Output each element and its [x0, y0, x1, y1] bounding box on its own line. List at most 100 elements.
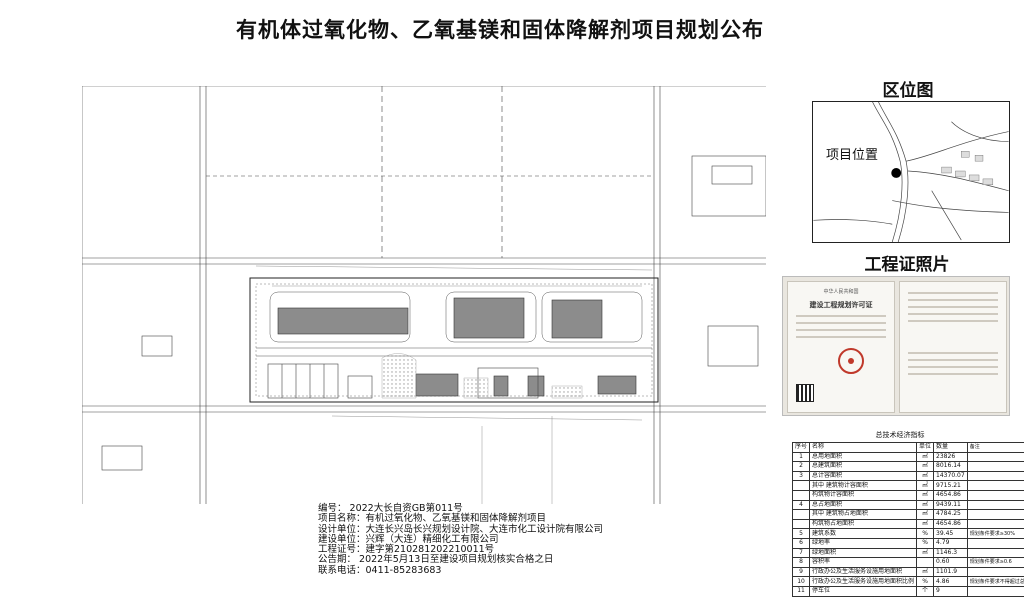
table-cell-unit: ㎡: [916, 489, 935, 501]
table-cell-name: 总建筑面积: [809, 461, 918, 472]
table-cell-note: 规划条件要求不得超过总用地面积的7%: [966, 576, 1024, 587]
table-cell-no: [791, 509, 811, 520]
table-cell-note: [966, 585, 1024, 597]
table-cell-no: 8: [791, 557, 811, 568]
table-cell-no: 7: [791, 547, 811, 559]
table-header-cell: 名称: [809, 442, 918, 453]
info-number: 编号： 2022大长自资GB第011号: [318, 503, 463, 514]
table-cell-note: [966, 518, 1024, 530]
permit-page-left: 中华人民共和国 建设工程规划许可证: [787, 281, 895, 413]
table-cell-no: 2: [791, 461, 811, 472]
location-map-title: 区位图: [882, 81, 934, 101]
info-construction-unit: 建设单位：兴辉（大连）精细化工有限公司: [318, 533, 499, 545]
info-notice-period: 公告期： 2022年5月13日至建设项目规划核实合格之日: [318, 554, 554, 566]
table-cell-unit: ㎡: [916, 547, 935, 559]
table-cell-no: [791, 518, 811, 530]
table-cell-no: 11: [791, 585, 811, 597]
table-cell-unit: ㎡: [916, 509, 935, 520]
table-cell-value: 4.86: [933, 576, 968, 587]
table-cell-name: 其中 建筑物占地面积: [809, 509, 918, 520]
table-cell-name: 容积率: [809, 557, 918, 568]
table-cell-value: 23826: [933, 451, 968, 463]
table-cell-unit: ㎡: [916, 499, 935, 511]
info-contact-phone: 联系电话：0411-85283683: [318, 564, 442, 576]
info-design-unit: 设计单位：大连长兴岛长兴规划设计院、大连市化工设计院有限公司: [318, 523, 604, 535]
info-permit-number: 工程证号：建字第210281202210011号: [318, 544, 495, 556]
permit-page-right: [899, 281, 1007, 413]
location-map-drawing: [813, 102, 1009, 242]
table-cell-name: 构筑物计容面积: [809, 489, 918, 501]
table-cell-note: 规划条件要求≥30%: [966, 528, 1024, 539]
table-cell-unit: ㎡: [916, 480, 935, 491]
table-cell-no: 10: [791, 576, 811, 587]
table-cell-no: [791, 489, 811, 501]
table-header-row: 序号 名称 单位 数量 备注: [791, 442, 1024, 453]
table-cell-note: [966, 451, 1024, 463]
table-cell-value: 14370.07: [933, 470, 968, 482]
table-cell-unit: [916, 557, 935, 568]
table-cell-value: 1146.3: [933, 547, 968, 559]
table-cell-name: 绿地面积: [809, 547, 918, 559]
table-cell-value: 9: [933, 585, 968, 597]
project-info: 编号： 2022大长自资GB第011号 项目名称：有机过氧化物、乙氧基镁和固体降…: [318, 503, 604, 576]
table-cell-note: [966, 461, 1024, 472]
table-cell-name: 绿地率: [809, 537, 918, 549]
table-cell-value: 4654.86: [933, 518, 968, 530]
table-cell-name: 其中 建筑物计容面积: [809, 480, 918, 491]
table-cell-value: 39.45: [933, 528, 968, 539]
table-cell-name: 停车位: [809, 585, 918, 597]
table-cell-note: [966, 470, 1024, 482]
table-cell-unit: ㎡: [916, 461, 935, 472]
official-seal-icon: [838, 348, 864, 374]
table-cell-unit: ㎡: [916, 470, 935, 482]
page-title: 有机体过氧化物、乙氧基镁和固体降解剂项目规划公布: [236, 18, 764, 42]
site-plan-drawing: [82, 86, 766, 504]
permit-title: 建设工程规划许可证: [809, 301, 873, 309]
table-cell-note: [966, 566, 1024, 578]
table-header-cell: 序号: [791, 442, 811, 453]
project-location-label: 项目位置: [825, 144, 880, 163]
table-cell-value: 4654.86: [933, 489, 968, 501]
qr-code-icon: [796, 384, 814, 402]
table-cell-value: 9439.11: [933, 499, 968, 511]
table-header-cell: 数量: [933, 442, 968, 453]
table-cell-unit: %: [916, 537, 935, 549]
table-cell-unit: %: [916, 528, 935, 539]
table-cell-note: [966, 499, 1024, 511]
table-cell-name: 总占地面积: [809, 499, 918, 511]
table-cell-unit: ㎡: [916, 451, 935, 463]
table-cell-no: 6: [791, 537, 811, 549]
site-plan: [82, 86, 766, 504]
table-cell-note: [966, 509, 1024, 520]
tech-table-title: 总技术经济指标: [875, 431, 925, 439]
table-header-cell: 备注: [966, 442, 1024, 453]
table-cell-unit: ㎡: [916, 566, 935, 578]
table-cell-unit: %: [916, 576, 935, 587]
table-cell-value: 4784.25: [933, 509, 968, 520]
table-cell-note: [966, 489, 1024, 501]
table-cell-value: 1101.9: [933, 566, 968, 578]
info-project-name: 项目名称：有机过氧化物、乙氧基镁和固体降解剂项目: [318, 513, 547, 525]
table-cell-no: 1: [791, 451, 811, 463]
table-cell-note: [966, 480, 1024, 491]
table-cell-no: 4: [791, 499, 811, 511]
location-map: 项目位置: [812, 101, 1010, 243]
permit-photo: 中华人民共和国 建设工程规划许可证: [782, 276, 1010, 416]
table-cell-note: 规划条件要求≥0.6: [966, 557, 1024, 568]
table-cell-note: [966, 537, 1024, 549]
table-cell-unit: ㎡: [916, 518, 935, 530]
permit-header: 中华人民共和国: [823, 289, 859, 295]
table-cell-value: 9715.21: [933, 480, 968, 491]
table-cell-no: [791, 480, 811, 491]
